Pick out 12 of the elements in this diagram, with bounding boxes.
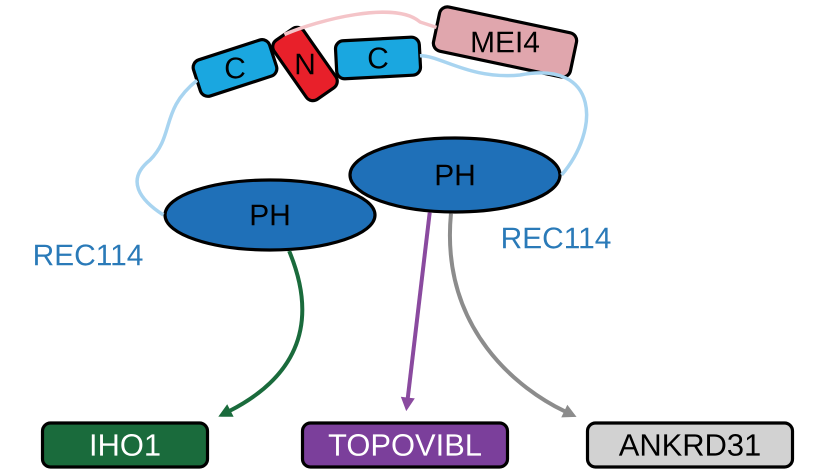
protein-box: IHO1 xyxy=(40,421,210,469)
linker-line xyxy=(420,54,588,176)
protein-label: REC114 xyxy=(503,227,610,249)
linker-line xyxy=(135,79,198,216)
domain-box: C xyxy=(334,36,422,80)
protein-box: ANKRD31 xyxy=(586,421,794,469)
linker-line xyxy=(284,10,438,36)
domain-box: N xyxy=(271,26,339,102)
protein-label: REC114 xyxy=(35,244,142,266)
domain-box: C xyxy=(192,38,278,98)
protein-box: MEI4 xyxy=(432,5,578,79)
protein-box: TOPOVIBL xyxy=(300,421,510,469)
